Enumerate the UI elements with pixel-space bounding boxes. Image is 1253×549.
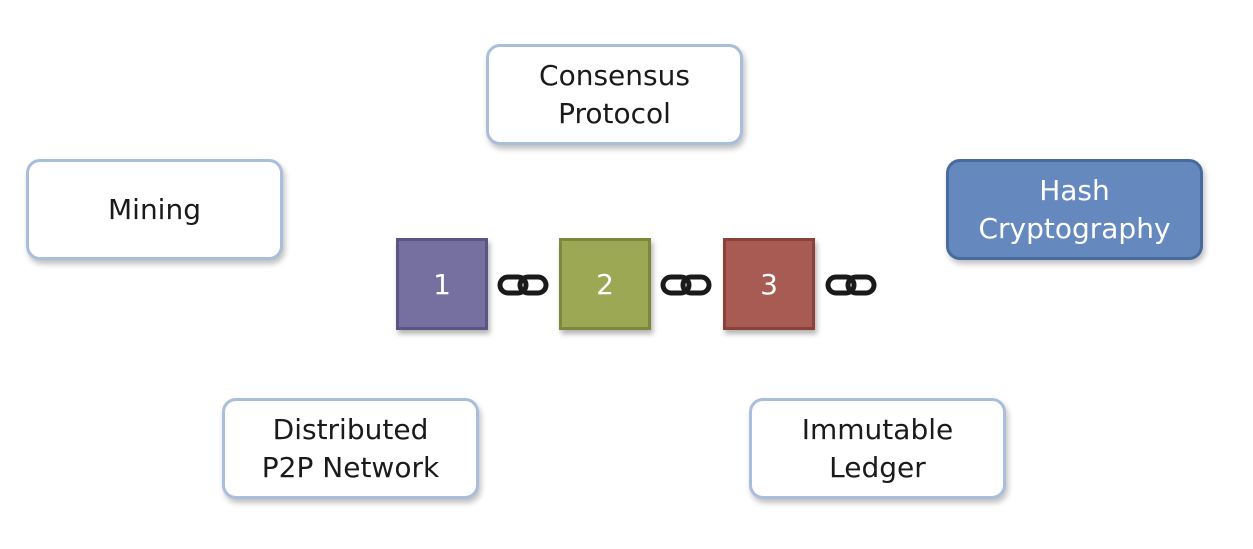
block-3: 3 (723, 238, 815, 330)
chain-link-icon (660, 270, 712, 300)
distributed-p2p-network-line2: P2P Network (261, 450, 440, 484)
immutable-ledger-box: Immutable Ledger (749, 398, 1006, 499)
hash-cryptography-line1: Hash (1039, 173, 1110, 207)
hash-cryptography-box: Hash Cryptography (946, 159, 1203, 260)
mining-box: Mining (26, 159, 283, 260)
consensus-protocol-line2: Protocol (558, 96, 671, 130)
distributed-p2p-network-box: Distributed P2P Network (222, 398, 479, 499)
block-3-label: 3 (760, 267, 778, 301)
block-2: 2 (559, 238, 651, 330)
block-1: 1 (396, 238, 488, 330)
hash-cryptography-line2: Cryptography (978, 211, 1171, 245)
chain-link-icon (497, 270, 549, 300)
distributed-p2p-network-line1: Distributed (272, 412, 429, 446)
block-2-label: 2 (596, 267, 614, 301)
mining-label: Mining (108, 192, 201, 226)
immutable-ledger-line1: Immutable (801, 412, 954, 446)
consensus-protocol-line1: Consensus (539, 58, 690, 92)
block-1-label: 1 (433, 267, 451, 301)
consensus-protocol-box: Consensus Protocol (486, 44, 743, 145)
chain-link-icon (825, 270, 877, 300)
immutable-ledger-line2: Ledger (829, 450, 926, 484)
